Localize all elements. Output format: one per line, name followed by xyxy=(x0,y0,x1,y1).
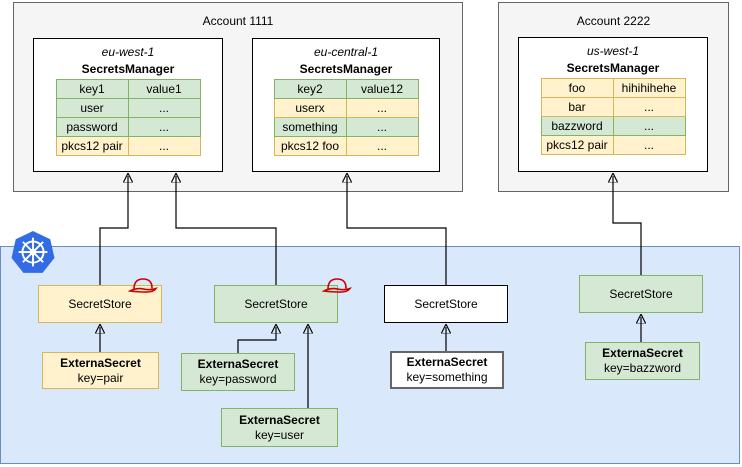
account-label: Account 2222 xyxy=(576,14,651,28)
secretstore-label: SecretStore xyxy=(244,296,308,311)
secret-key: foo xyxy=(540,78,614,98)
table-row: bazzword ... xyxy=(540,116,686,136)
externalsecret-something: ExternaSecret key=something xyxy=(390,351,504,389)
secret-value: ... xyxy=(127,117,201,137)
externalsecret-title: ExternaSecret xyxy=(602,346,683,360)
secretstore-us-west-1: SecretStore xyxy=(579,275,703,313)
region-name: us-west-1 xyxy=(586,44,639,58)
secret-key: user xyxy=(55,98,129,118)
secret-value: ... xyxy=(612,97,686,117)
externalsecret-key: key=password xyxy=(199,372,277,386)
externalsecret-title: ExternaSecret xyxy=(60,355,141,370)
externalsecret-key: key=bazzword xyxy=(603,361,682,375)
secretstore-eu-west-1-userpass: SecretStore xyxy=(214,285,338,323)
secret-key: pkcs12 pair xyxy=(55,136,129,156)
secrets-table: key1 value1 user ... password ... pkcs12… xyxy=(55,79,201,156)
externalsecret-title: ExternaSecret xyxy=(406,355,488,369)
secret-key: pkcs12 foo xyxy=(273,136,347,156)
secretstore-label: SecretStore xyxy=(414,296,478,311)
table-row: bar ... xyxy=(540,97,686,117)
externalsecret-bazzword: ExternaSecret key=bazzword xyxy=(585,342,700,380)
externalsecret-key: key=user xyxy=(254,427,305,442)
secrets-table: foo hihihihehe bar ... bazzword ... pkcs… xyxy=(540,78,686,155)
secret-key: password xyxy=(55,117,129,137)
secret-key: pkcs12 pair xyxy=(540,135,614,155)
secret-value: value12 xyxy=(345,79,419,99)
secret-value: ... xyxy=(345,98,419,118)
externalsecret-password: ExternaSecret key=password xyxy=(181,353,295,391)
externalsecret-title: ExternaSecret xyxy=(239,412,320,427)
secret-value: ... xyxy=(345,117,419,137)
table-row: password ... xyxy=(55,117,201,137)
table-row: something ... xyxy=(273,117,419,137)
secretstore-eu-west-1-pair: SecretStore xyxy=(38,285,162,323)
secrets-table: key2 value12 userx ... something ... pkc… xyxy=(273,79,419,156)
table-row: key2 value12 xyxy=(273,79,419,99)
secretstore-label: SecretStore xyxy=(609,286,673,301)
redhat-icon xyxy=(128,278,158,293)
secret-value: ... xyxy=(612,116,686,136)
table-row: pkcs12 pair ... xyxy=(540,135,686,155)
secret-key: bazzword xyxy=(540,116,614,136)
region-eu-central-1: eu-central-1 SecretsManager key2 value12… xyxy=(252,38,440,172)
secretstore-label: SecretStore xyxy=(68,296,132,311)
secret-key: key2 xyxy=(273,79,347,99)
region-eu-west-1: eu-west-1 SecretsManager key1 value1 use… xyxy=(33,38,223,172)
secret-value: hihihihehe xyxy=(612,78,686,98)
table-row: pkcs12 foo ... xyxy=(273,136,419,156)
secretsmanager-title: SecretsManager xyxy=(566,61,660,75)
secretstore-eu-central-1: SecretStore xyxy=(384,285,508,323)
secret-value: ... xyxy=(127,98,201,118)
table-row: user ... xyxy=(55,98,201,118)
externalsecret-key: key=something xyxy=(406,370,488,384)
externalsecret-user: ExternaSecret key=user xyxy=(221,408,338,447)
externalsecret-key: key=pair xyxy=(77,370,124,385)
table-row: pkcs12 pair ... xyxy=(55,136,201,156)
secret-key: something xyxy=(273,117,347,137)
secretsmanager-title: SecretsManager xyxy=(81,62,175,76)
secret-key: userx xyxy=(273,98,347,118)
externalsecret-title: ExternaSecret xyxy=(197,357,279,371)
kubernetes-icon xyxy=(11,230,55,273)
region-name: eu-central-1 xyxy=(313,45,379,59)
secret-value: ... xyxy=(345,136,419,156)
account-label: Account 1111 xyxy=(202,14,274,28)
secret-key: key1 xyxy=(55,79,129,99)
secret-key: bar xyxy=(540,97,614,117)
table-row: userx ... xyxy=(273,98,419,118)
secretsmanager-title: SecretsManager xyxy=(299,62,393,76)
region-name: eu-west-1 xyxy=(101,45,155,59)
redhat-icon xyxy=(322,278,352,293)
externalsecret-pair: ExternaSecret key=pair xyxy=(42,352,159,389)
table-row: key1 value1 xyxy=(55,79,201,99)
table-row: foo hihihihehe xyxy=(540,78,686,98)
secret-value: value1 xyxy=(127,79,201,99)
secret-value: ... xyxy=(127,136,201,156)
secret-value: ... xyxy=(612,135,686,155)
region-us-west-1: us-west-1 SecretsManager foo hihihihehe … xyxy=(518,37,708,172)
